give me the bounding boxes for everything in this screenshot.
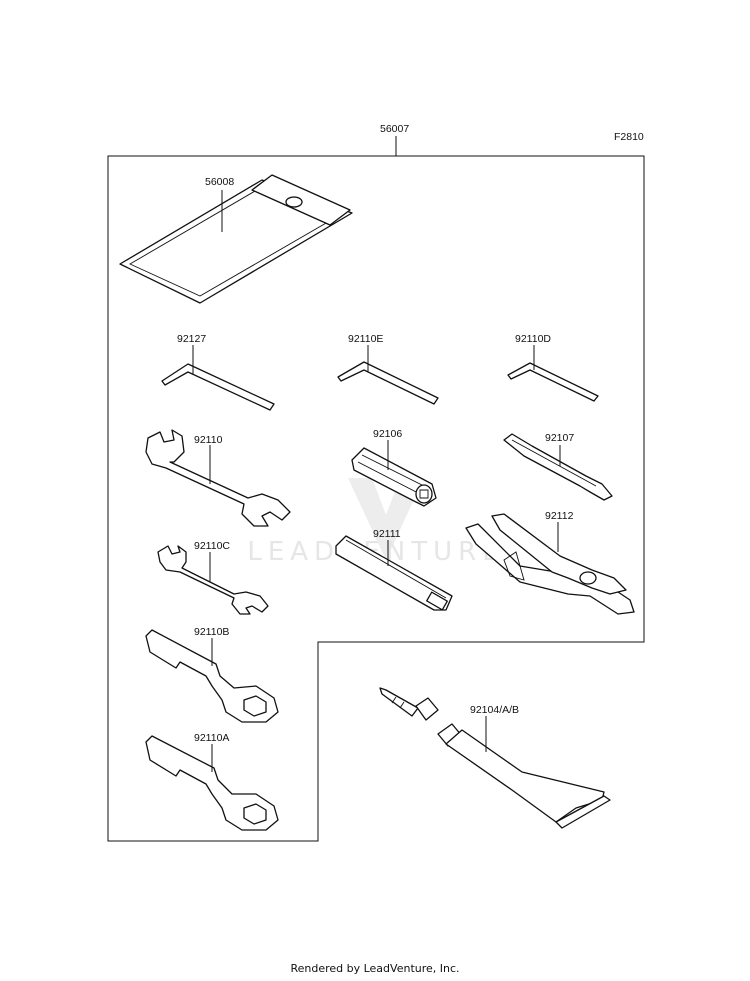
box-wrench-lower: 92110A — [145, 732, 279, 831]
callout-pliers: 92112 — [545, 510, 574, 522]
callout-wrench-open-large: 92110 — [194, 434, 223, 446]
handle-bar: 92111 — [335, 528, 453, 611]
callout-hex-key-medium: 92110E — [348, 333, 383, 345]
hex-key-medium: 92110E — [337, 333, 439, 405]
callout-screwdriver: 92107 — [545, 432, 574, 444]
callout-pouch: 56008 — [205, 176, 234, 188]
callout-hex-key-small: 92110D — [515, 333, 551, 345]
callout-wrench-open-small: 92110C — [194, 540, 230, 552]
tool-pouch: 56008 — [119, 174, 353, 304]
callout-hex-key-large: 92127 — [177, 333, 206, 345]
callout-grease-tube: 92104/A/B — [470, 704, 519, 716]
callout-box-wrench-upper: 92110B — [194, 626, 229, 638]
wrench-open-large: 92110 — [145, 429, 291, 527]
box-wrench-upper: 92110B — [145, 626, 279, 723]
footer-credit: Rendered by LeadVenture, Inc. — [290, 962, 460, 975]
callout-assembly: 56007 — [380, 123, 409, 135]
wrench-open-small: 92110C — [157, 540, 269, 615]
hex-key-large: 92127 — [161, 333, 275, 411]
assembly-frame: 56007 — [107, 123, 645, 842]
socket-tool: 92106 — [351, 428, 437, 507]
grease-tube: 92104/A/B — [379, 687, 611, 829]
pliers: 92112 — [465, 510, 635, 615]
callout-socket-tool: 92106 — [373, 428, 402, 440]
screwdriver: 92107 — [503, 432, 613, 501]
callout-box-wrench-lower: 92110A — [194, 732, 229, 744]
hex-key-small: 92110D — [507, 333, 599, 402]
figure-code: F2810 — [614, 131, 644, 143]
callout-handle-bar: 92111 — [373, 528, 401, 540]
